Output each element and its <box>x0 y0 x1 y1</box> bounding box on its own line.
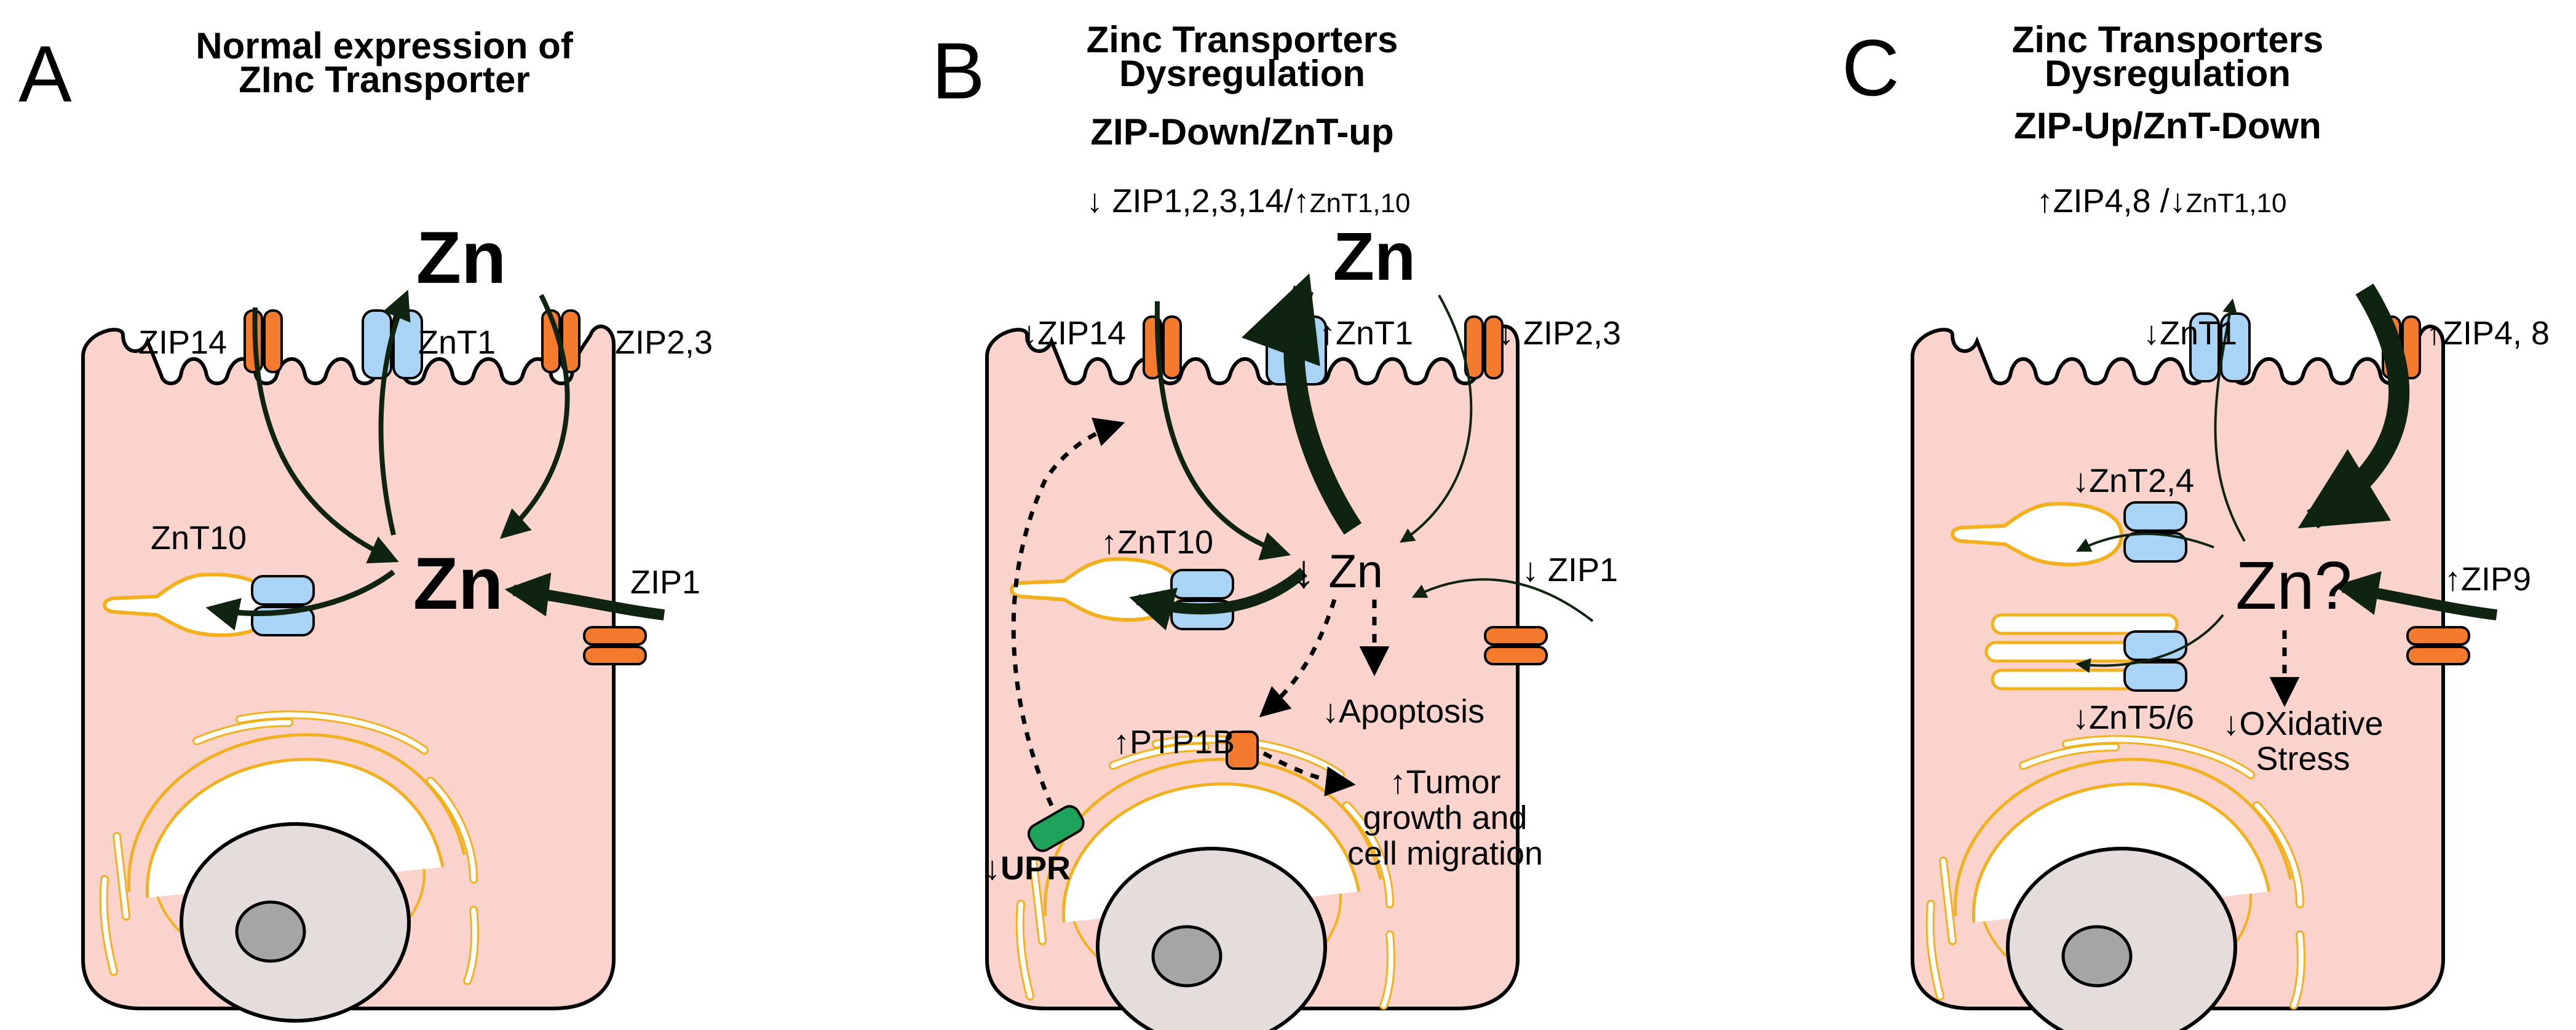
upr-dashed-arrow <box>1011 418 1125 807</box>
panel-b-zn-intracellular: ↓ Zn <box>1292 545 1383 598</box>
tumor-label-line3: cell migration <box>1347 835 1543 872</box>
zip1-influx-arrow <box>1411 578 1594 622</box>
panel-b-title-line1: Zinc Transporters <box>1087 19 1398 60</box>
zip9-transporter-icon <box>2406 626 2470 665</box>
znt24-label: ↓ZnT2,4 <box>2072 462 2194 499</box>
znt1-label: ↓ZnT1 <box>2143 315 2237 352</box>
tumor-label-line2: growth and <box>1363 799 1527 836</box>
zip1-transporter-icon <box>1484 626 1548 665</box>
zip14-influx-arrow <box>1154 301 1291 561</box>
oxidative-stress-label-line1: ↓OXidative <box>2222 705 2383 742</box>
zip23-influx-arrow <box>1400 295 1473 543</box>
zip14-label: ZIP14 <box>138 324 227 361</box>
znt1-efflux-arrow <box>2214 298 2246 542</box>
zip1-label: ZIP1 <box>630 564 700 601</box>
znt10-label: ↑ZnT10 <box>1101 524 1213 561</box>
panel-b: B Zinc Transporters Dysregulation ZIP-Do… <box>932 19 1621 1030</box>
zip14-influx-arrow <box>252 307 399 564</box>
zip9-label: ↑ZIP9 <box>2444 561 2531 598</box>
zip1-label: ↓ ZIP1 <box>1522 552 1618 588</box>
panel-c-letter: C <box>1842 23 1900 113</box>
zip23-transporter-icon <box>1464 315 1504 379</box>
panel-a: A Normal expression of ZInc Transporter … <box>18 25 713 1021</box>
panel-c-subtitle: ↑ZIP4,8 /↓ZnT1,10 <box>2037 183 2287 220</box>
znt10-transport-arrow <box>1129 568 1307 631</box>
znt56-transport-arrow <box>2075 614 2224 673</box>
panel-c-subtitle-part-a: ↑ZIP4,8 /↓ <box>2037 183 2186 220</box>
panel-b-letter: B <box>932 26 985 116</box>
panel-b-zn-extracellular: Zn <box>1333 219 1416 295</box>
panel-c-title-line2: Dysregulation <box>2045 53 2291 94</box>
panel-a-zn-extracellular: Zn <box>416 216 507 299</box>
apoptosis-label: ↓Apoptosis <box>1322 693 1484 730</box>
zip23-label: ZIP2,3 <box>615 324 713 361</box>
zip9-influx-arrow <box>2334 571 2498 620</box>
panel-b-title-line3: ZIP-Down/ZnT-up <box>1090 111 1393 153</box>
znt10-transport-arrow <box>205 569 395 631</box>
znt1-label: ↑ZnT1 <box>1319 315 1413 352</box>
zip23-influx-arrow <box>499 294 570 539</box>
panel-b-subtitle-part-b: ZnT1,10 <box>1310 188 1411 218</box>
panel-c-title-line1: Zinc Transporters <box>2012 19 2324 60</box>
panel-a-letter: A <box>18 29 72 119</box>
ptp1b-label: ↑PTP1B <box>1113 724 1235 761</box>
panel-c-zn-intracellular: Zn? <box>2235 548 2352 624</box>
zip14-transporter-icon <box>244 309 283 373</box>
znt56-label: ↓ZnT5/6 <box>2072 699 2194 736</box>
panel-b-subtitle-part-a: ↓ ZIP1,2,3,14/↑ <box>1086 183 1309 220</box>
ptp1b-dashed-arrow <box>1259 598 1337 718</box>
tumor-label-line1: ↑Tumor <box>1389 764 1500 801</box>
panel-c-title-line3: ZIP-Up/ZnT-Down <box>2014 105 2321 146</box>
panel-a-title-line1: Normal expression of <box>196 25 574 66</box>
panel-b-subtitle: ↓ ZIP1,2,3,14/↑ZnT1,10 <box>1086 183 1410 220</box>
znt24-transport-arrow <box>2075 533 2214 552</box>
panel-b-title-line2: Dysregulation <box>1119 53 1365 94</box>
oxidative-stress-label-line2: Stress <box>2256 740 2350 777</box>
znt10-label: ZnT10 <box>151 520 247 557</box>
ptp1b-icon <box>1226 731 1259 770</box>
zip48-label: ↑ZIP4, 8 <box>2426 315 2550 352</box>
zip48-influx-arrow <box>2297 283 2410 529</box>
znt1-label: ZnT1 <box>418 324 496 361</box>
znt1-efflux-arrow <box>1241 273 1362 535</box>
zip1-influx-arrow <box>504 572 665 620</box>
zip1-transporter-icon <box>583 626 647 665</box>
panel-a-title-line2: ZInc Transporter <box>239 59 529 100</box>
panel-a-zn-intracellular: Zn <box>413 542 504 625</box>
panel-c: C Zinc Transporters Dysregulation ZIP-Up… <box>1842 19 2550 1030</box>
zip14-label: ↓ZIP14 <box>1021 315 1126 352</box>
upr-label: ↓UPR <box>984 850 1071 887</box>
zip23-label: ↓ ZIP2,3 <box>1497 315 1621 352</box>
znt1-efflux-arrow <box>378 290 411 536</box>
panel-c-subtitle-part-b: ZnT1,10 <box>2186 188 2287 218</box>
upr-icon <box>1027 805 1085 852</box>
